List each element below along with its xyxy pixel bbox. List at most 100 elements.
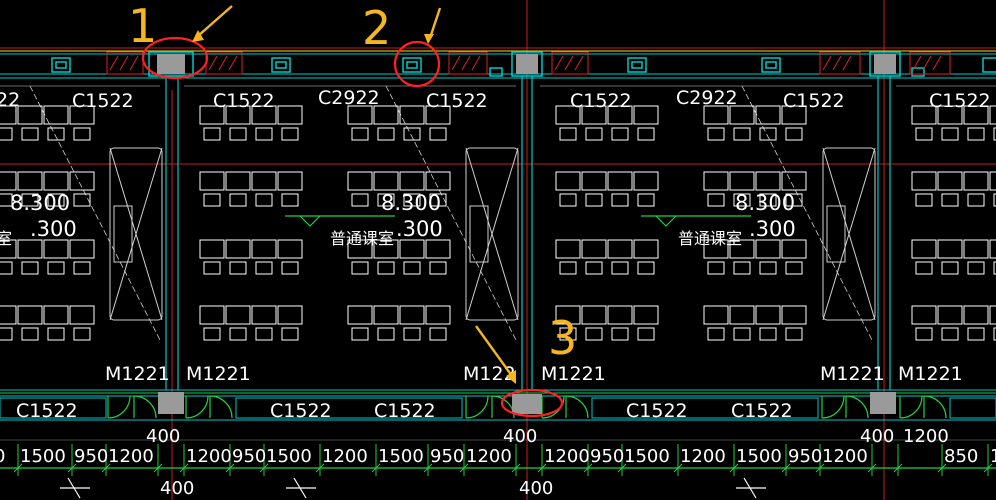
desk <box>703 105 729 125</box>
desk <box>729 239 755 259</box>
chair <box>377 127 395 141</box>
chair <box>403 193 421 207</box>
room-name: 普通课室 <box>678 229 742 248</box>
chair <box>585 327 603 341</box>
dim-400-lower: 400 <box>160 478 194 499</box>
elevation-sub: .300 <box>749 217 796 241</box>
desk <box>755 239 781 259</box>
desk <box>69 171 95 191</box>
chair <box>203 127 221 141</box>
chair <box>229 127 247 141</box>
dimension-value: 1500 <box>20 446 66 467</box>
chair <box>21 193 39 207</box>
label-c1522: C1522 <box>16 400 78 422</box>
chair <box>429 261 447 275</box>
desk <box>251 171 277 191</box>
chair <box>611 327 629 341</box>
label-c1522: C1522 <box>374 400 436 422</box>
elevation-markers <box>285 215 751 227</box>
chair <box>637 261 655 275</box>
window-labels-top: 22 C1522 C1522 C2922 C1522 C1522 C2922 C… <box>0 87 991 112</box>
door-labels: M1221 M1221 M122 M1221 M1221 M1221 <box>105 363 963 385</box>
chair <box>73 261 91 275</box>
desk <box>607 105 633 125</box>
desk <box>729 305 755 325</box>
elevation-sub: .300 <box>30 217 77 241</box>
desk <box>425 105 451 125</box>
desk <box>43 239 69 259</box>
dim-400-lower: 400 <box>519 478 553 499</box>
desk <box>199 171 225 191</box>
desk <box>937 239 963 259</box>
chair <box>759 327 777 341</box>
chair <box>707 127 725 141</box>
desk <box>555 105 581 125</box>
desk <box>781 305 807 325</box>
desk <box>17 105 43 125</box>
desk <box>911 105 937 125</box>
chair <box>559 127 577 141</box>
chair <box>637 327 655 341</box>
desk <box>581 171 607 191</box>
chair <box>255 261 273 275</box>
desk <box>347 171 373 191</box>
chair <box>255 127 273 141</box>
chair <box>559 193 577 207</box>
desk <box>373 171 399 191</box>
elevation-main: 8.300 <box>735 191 795 215</box>
desk <box>633 239 659 259</box>
chair <box>759 127 777 141</box>
desk <box>277 239 303 259</box>
chair <box>351 127 369 141</box>
label-m1221: M1221 <box>541 363 606 385</box>
desk <box>633 105 659 125</box>
desk <box>755 105 781 125</box>
chair <box>21 261 39 275</box>
elevation-main: 8.300 <box>381 191 441 215</box>
dimension-value: 950 <box>788 446 822 467</box>
chair <box>429 127 447 141</box>
annotation-2: 2 <box>362 1 391 55</box>
desk <box>555 171 581 191</box>
chair <box>0 327 13 341</box>
chair <box>281 127 299 141</box>
desk <box>425 171 451 191</box>
desk <box>17 305 43 325</box>
dimension-value: 1 <box>990 446 996 467</box>
desk <box>373 239 399 259</box>
dimension-line <box>0 439 996 469</box>
desk <box>199 305 225 325</box>
chair <box>785 327 803 341</box>
dimension-value: 850 <box>944 446 978 467</box>
chair <box>203 193 221 207</box>
dimension-row: 0150095012001200950150012001500950120012… <box>0 446 996 467</box>
chair <box>47 327 65 341</box>
desk <box>347 305 373 325</box>
chair <box>707 193 725 207</box>
label-c1522: C1522 <box>929 90 991 112</box>
desk <box>963 305 989 325</box>
chair <box>351 261 369 275</box>
chair <box>255 193 273 207</box>
dim-400: 400 <box>146 426 180 447</box>
dimension-value: 1500 <box>378 446 424 467</box>
desk <box>581 305 607 325</box>
highlight-circle-2 <box>393 40 441 88</box>
dimension-value: 950 <box>232 446 266 467</box>
desk <box>755 171 781 191</box>
chair <box>229 193 247 207</box>
desk <box>633 171 659 191</box>
chair <box>559 261 577 275</box>
desk <box>963 171 989 191</box>
window-labels-bottom: C1522 C1522 C1522 C1522 C1522 <box>16 400 793 422</box>
desk <box>199 105 225 125</box>
label-m122: M122 <box>463 363 516 385</box>
desk <box>251 239 277 259</box>
label-m1221: M1221 <box>898 363 963 385</box>
desk <box>69 105 95 125</box>
desk <box>989 105 996 125</box>
desk <box>729 171 755 191</box>
desk <box>911 239 937 259</box>
desk <box>0 305 17 325</box>
desk <box>0 171 17 191</box>
